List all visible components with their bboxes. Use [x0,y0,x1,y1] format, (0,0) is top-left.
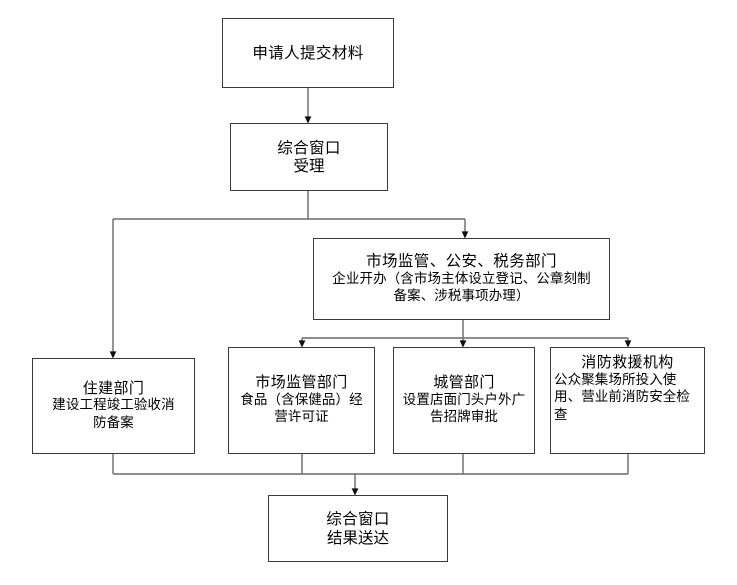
node-market-police-tax-department[interactable]: 市场监管、公安、税务部门 企业开办（含市场主体设立登记、公章刻制 备案、涉税事项… [313,238,610,320]
node-comprehensive-window-result-line2: 结果送达 [326,528,389,547]
node-applicant-submit-title: 申请人提交材料 [252,43,364,62]
node-market-police-tax-department-title: 市场监管、公安、税务部门 [366,252,557,271]
node-comprehensive-window-accept[interactable]: 综合窗口 受理 [230,123,388,191]
node-comprehensive-window-accept-title: 综合窗口 [277,138,341,157]
node-comprehensive-window-result-title: 综合窗口 [326,510,390,529]
node-fire-rescue-agency-sub-line1: 公众聚集场所投入使 [554,371,677,388]
node-urban-management-department[interactable]: 城管部门 设置店面门头户外广 告招牌审批 [393,347,535,454]
node-comprehensive-window-result[interactable]: 综合窗口 结果送达 [268,495,448,562]
node-housing-construction-department-title: 住建部门 [82,378,145,397]
node-urban-management-department-sub-line1: 设置店面门头户外广 [402,391,526,408]
node-market-supervision-department-sub-line1: 食品（含保健品）经 [240,391,363,408]
node-urban-management-department-sub-line2: 告招牌审批 [430,409,498,426]
node-housing-construction-department[interactable]: 住建部门 建设工程竣工验收消 防备案 [32,358,195,454]
node-comprehensive-window-accept-line2: 受理 [293,157,325,175]
node-urban-management-department-title: 城管部门 [433,373,495,392]
node-fire-rescue-agency-sub-line2: 用、营业前消防安全检 [554,389,690,406]
node-fire-rescue-agency-sub-line3: 查 [554,406,568,423]
node-market-supervision-department[interactable]: 市场监管部门 食品（含保健品）经 营许可证 [228,347,375,454]
node-housing-construction-department-sub-line2: 防备案 [93,414,134,431]
node-applicant-submit[interactable]: 申请人提交材料 [222,18,394,88]
node-market-supervision-department-title: 市场监管部门 [255,373,348,392]
node-market-police-tax-department-sub-line2: 备案、涉税事项办理） [393,288,530,305]
node-market-supervision-department-sub-line2: 营许可证 [274,409,329,426]
node-housing-construction-department-sub-line1: 建设工程竣工验收消 [52,397,175,414]
node-fire-rescue-agency-title: 消防救援机构 [581,353,674,371]
node-market-police-tax-department-sub-line1: 企业开办（含市场主体设立登记、公章刻制 [332,270,591,287]
node-fire-rescue-agency[interactable]: 消防救援机构 公众聚集场所投入使 用、营业前消防安全检 查 [550,347,705,454]
